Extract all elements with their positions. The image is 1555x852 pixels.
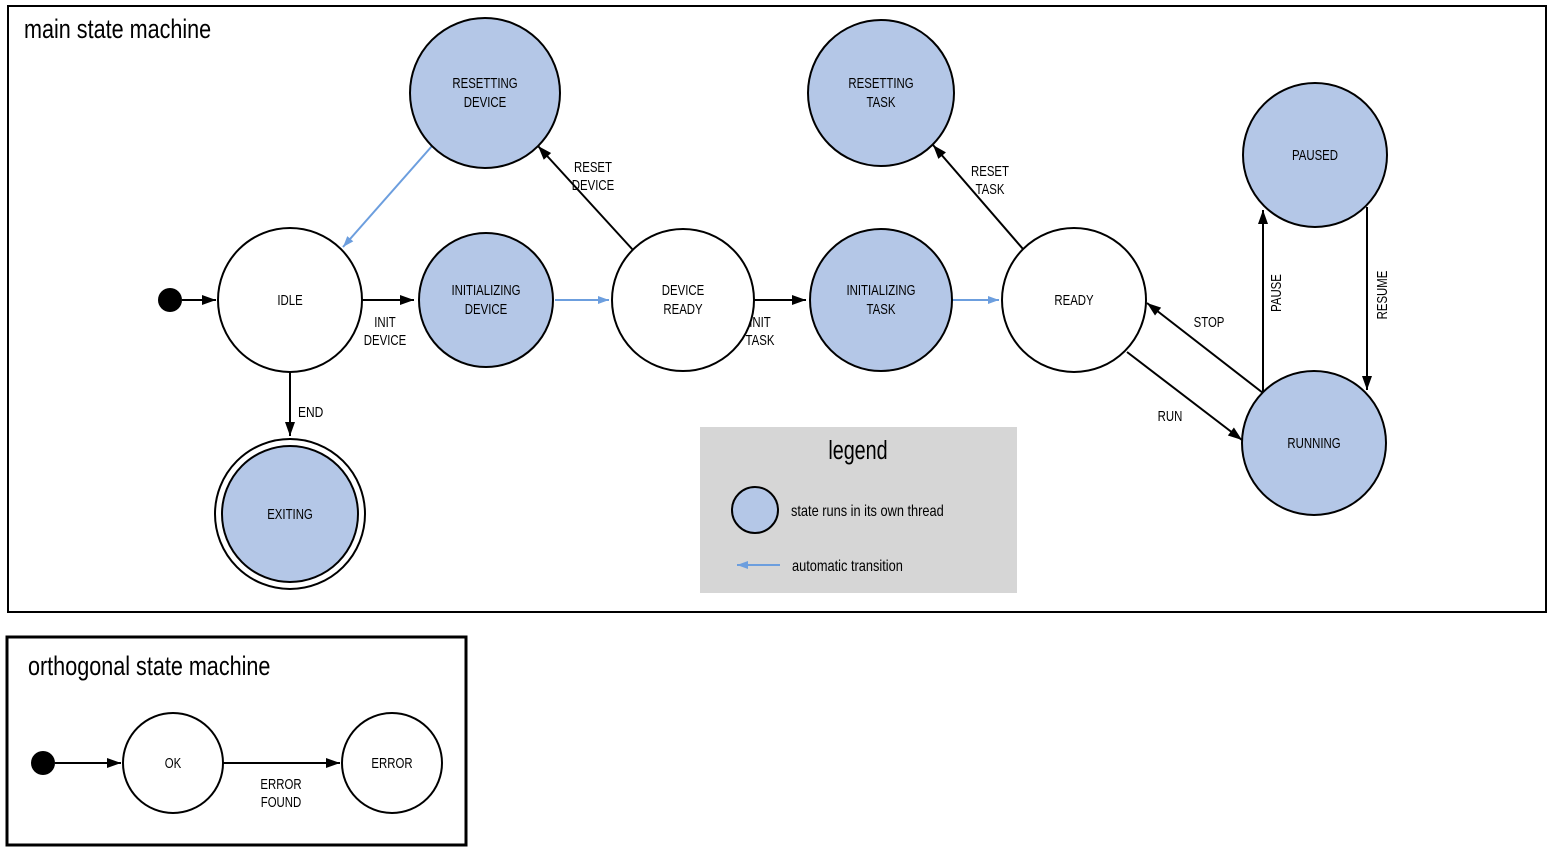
state-exiting	[221, 445, 359, 583]
transition-init-device-label-line2: DEVICE	[364, 331, 407, 348]
transition-error-found-label-line2: FOUND	[261, 793, 302, 810]
state-initializing-device	[418, 232, 554, 368]
state-initializing-task-label-line2: TASK	[867, 300, 896, 317]
state-resetting-device	[409, 17, 561, 169]
orthogonal-state-machine-title: orthogonal state machine	[28, 652, 270, 682]
state-running	[1241, 370, 1387, 516]
state-initializing-task	[809, 228, 953, 372]
state-paused-label: PAUSED	[1292, 146, 1338, 163]
transition-end-label: END	[298, 404, 323, 421]
orthogonal-state-machine: orthogonal state machine ERROR FOUND OK …	[5, 635, 468, 847]
state-error-label: ERROR	[371, 754, 412, 771]
transition-reset-task-label-line2: TASK	[976, 180, 1005, 197]
transition-run-label: RUN	[1158, 407, 1183, 424]
legend: legend state runs in its own thread auto…	[700, 427, 1017, 593]
legend-threaded-state-swatch	[731, 486, 779, 534]
transition-resume-label: RESUME	[1373, 271, 1390, 320]
state-error	[341, 712, 443, 814]
state-paused	[1242, 82, 1388, 228]
state-initializing-device-label-line1: INITIALIZING	[452, 281, 521, 298]
state-ok	[122, 712, 224, 814]
transition-stop-label: STOP	[1194, 313, 1225, 330]
transition-reset-device-arrow	[537, 145, 634, 251]
state-exiting-label: EXITING	[267, 505, 313, 522]
transition-reset-task-arrow	[932, 144, 1024, 250]
state-running-label: RUNNING	[1287, 434, 1340, 451]
state-resetting-device-label-line1: RESETTING	[452, 74, 517, 91]
state-initializing-device-label-line2: DEVICE	[465, 300, 508, 317]
transition-stop-arrow	[1146, 302, 1264, 394]
state-resetting-task-label-line2: TASK	[867, 93, 896, 110]
transition-init-task-label-line2: TASK	[746, 331, 775, 348]
state-ready-label: READY	[1054, 291, 1093, 308]
main-state-machine: main state machine INIT DEVICE RESET DEV…	[7, 5, 1547, 613]
state-device-ready-label-line1: DEVICE	[662, 281, 705, 298]
state-device-ready-label-line2: READY	[663, 300, 702, 317]
state-ready	[1001, 227, 1147, 373]
state-idle-label: IDLE	[277, 291, 302, 308]
main-state-machine-title: main state machine	[24, 15, 211, 45]
legend-title: legend	[828, 435, 887, 464]
transition-error-found-label-line1: ERROR	[260, 775, 301, 792]
initial-state-dot	[31, 751, 55, 775]
legend-threaded-state-label: state runs in its own thread	[791, 503, 944, 521]
transition-run-arrow	[1126, 351, 1243, 441]
state-initializing-task-label-line1: INITIALIZING	[847, 281, 916, 298]
transition-init-device-label-line1: INIT	[374, 313, 396, 330]
initial-state-dot	[158, 288, 182, 312]
state-resetting-task-label-line1: RESETTING	[848, 74, 913, 91]
state-device-ready	[611, 228, 755, 372]
state-ok-label: OK	[165, 754, 182, 771]
state-resetting-task	[807, 19, 955, 167]
state-idle	[217, 227, 363, 373]
transition-reset-task-label-line1: RESET	[971, 162, 1009, 179]
auto-transition-resetting-device-to-idle-arrow	[342, 145, 433, 248]
legend-auto-transition-label: automatic transition	[792, 558, 903, 576]
transition-init-task-label-line1: INIT	[749, 313, 771, 330]
transition-pause-label: PAUSE	[1267, 274, 1284, 312]
transition-reset-device-label-line1: RESET	[574, 158, 612, 175]
transition-reset-device-label-line2: DEVICE	[572, 176, 615, 193]
state-resetting-device-label-line2: DEVICE	[464, 93, 507, 110]
